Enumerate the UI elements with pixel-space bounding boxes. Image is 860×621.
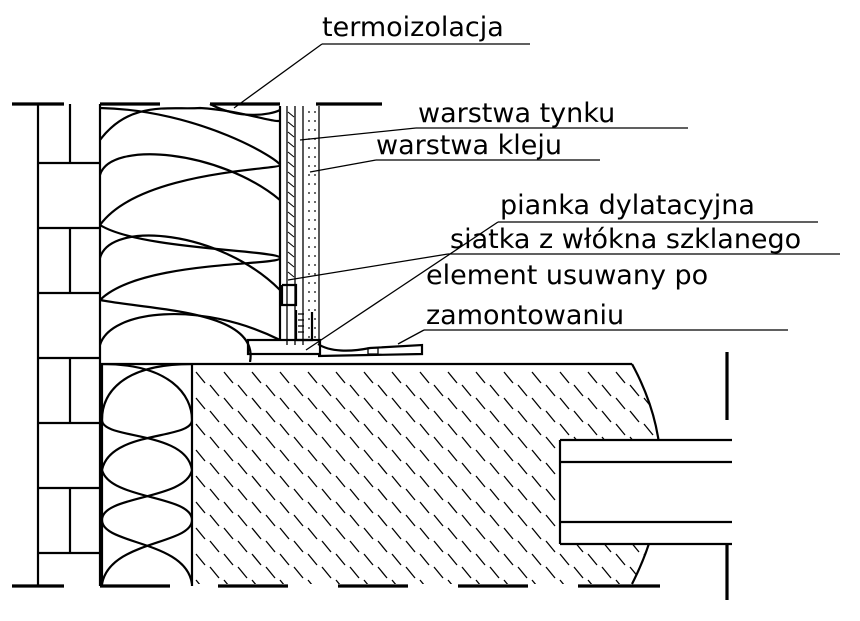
render-layers [286, 106, 320, 345]
embedded-beam [558, 438, 732, 546]
upper-thermal-insulation [100, 104, 282, 362]
lower-thermal-insulation [100, 364, 194, 586]
section-break-lines [12, 102, 729, 600]
label-siatka: siatka z włókna szklanego [450, 224, 801, 255]
leader-lines [233, 43, 840, 351]
label-warstwa-tynku: warstwa tynku [418, 98, 615, 129]
starter-profile [246, 283, 424, 358]
label-warstwa-kleju: warstwa kleju [376, 130, 562, 161]
label-element-line1: element usuwany po [426, 260, 708, 291]
brick-wall [36, 104, 102, 586]
label-pianka-dylatacyjna: pianka dylatacyjna [500, 190, 755, 221]
labels: termoizolacja warstwa tynku warstwa klej… [322, 12, 801, 331]
label-element-line2: zamontowaniu [426, 300, 624, 331]
label-termoizolacja: termoizolacja [322, 12, 504, 43]
